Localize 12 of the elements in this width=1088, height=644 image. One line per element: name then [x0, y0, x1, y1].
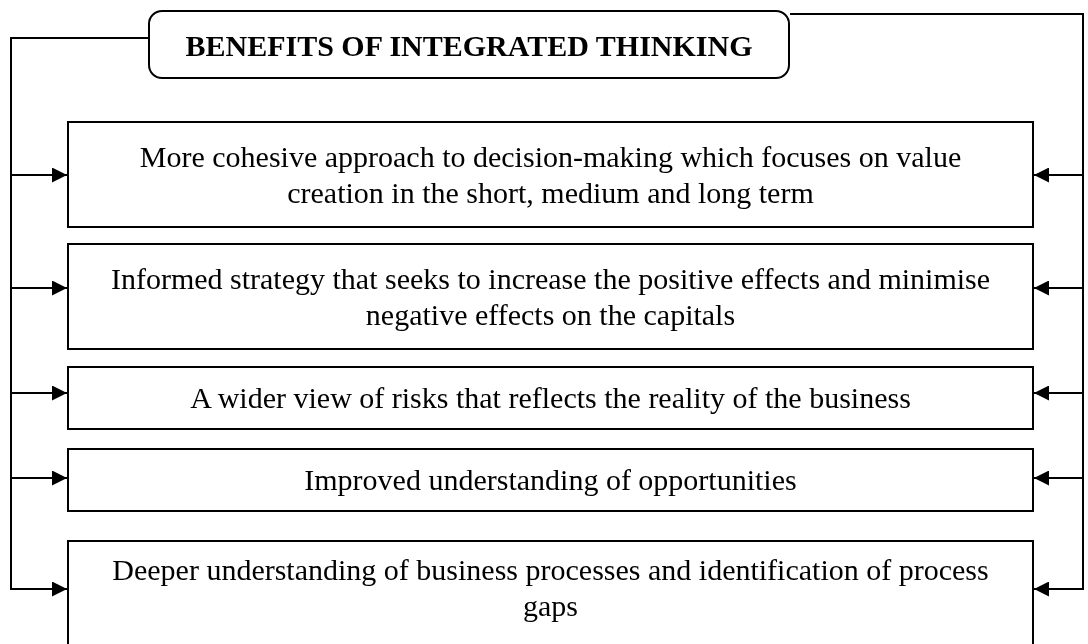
benefit-box	[67, 243, 1034, 350]
benefit-box	[67, 121, 1034, 228]
benefit-text: Improved understanding of opportunities	[303, 462, 798, 498]
benefit-text: Deeper understanding of business processes and identification of process gaps	[111, 552, 990, 624]
benefit-box	[67, 366, 1034, 430]
title-box	[148, 10, 790, 79]
benefit-text: More cohesive approach to decision-making which focuses on value creation in the short, medium and long term	[138, 138, 963, 211]
benefit-text: Informed strategy that seeks to increase the positive effects and minimise negative effects on the capitals	[109, 260, 992, 333]
benefit-box	[67, 448, 1034, 512]
benefit-box	[67, 540, 1034, 644]
benefit-text: A wider view of risks that reflects the reality of the business	[189, 380, 912, 416]
title-text: BENEFITS OF INTEGRATED THINKING	[184, 28, 754, 64]
